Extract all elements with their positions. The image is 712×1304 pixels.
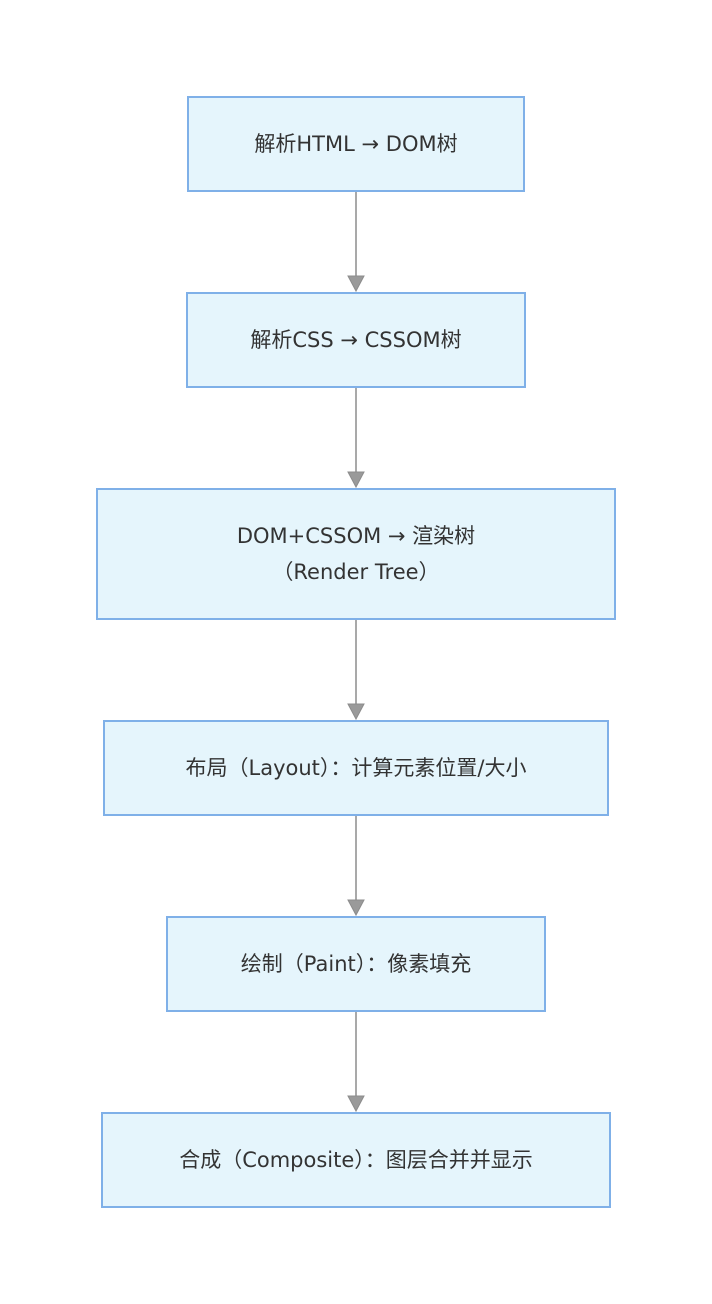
node-label: 布局（Layout）：计算元素位置/大小 xyxy=(185,756,527,780)
node-parse-html: 解析HTML → DOM树 xyxy=(187,96,525,192)
node-composite: 合成（Composite）：图层合并并显示 xyxy=(101,1112,611,1208)
node-paint: 绘制（Paint）：像素填充 xyxy=(166,916,546,1012)
edge-render-tree-to-layout xyxy=(347,620,365,721)
edge-parse-html-to-parse-css xyxy=(347,192,365,293)
node-render-tree: DOM+CSSOM → 渲染树（Render Tree） xyxy=(96,488,616,620)
node-layout: 布局（Layout）：计算元素位置/大小 xyxy=(103,720,609,816)
arrowhead-icon xyxy=(347,1095,365,1113)
arrowhead-icon xyxy=(347,899,365,917)
node-label: 解析CSS → CSSOM树 xyxy=(250,328,462,352)
edge-parse-css-to-render-tree xyxy=(347,388,365,489)
edge-paint-to-composite xyxy=(347,1012,365,1113)
arrowhead-icon xyxy=(347,275,365,293)
node-label: 合成（Composite）：图层合并并显示 xyxy=(179,1148,533,1172)
node-parse-css: 解析CSS → CSSOM树 xyxy=(186,292,526,388)
arrowhead-icon xyxy=(347,703,365,721)
arrowhead-icon xyxy=(347,471,365,489)
edge-layout-to-paint xyxy=(347,816,365,917)
node-label: 解析HTML → DOM树 xyxy=(254,132,458,156)
node-label: DOM+CSSOM → 渲染树（Render Tree） xyxy=(236,524,476,584)
node-label: 绘制（Paint）：像素填充 xyxy=(240,952,472,976)
